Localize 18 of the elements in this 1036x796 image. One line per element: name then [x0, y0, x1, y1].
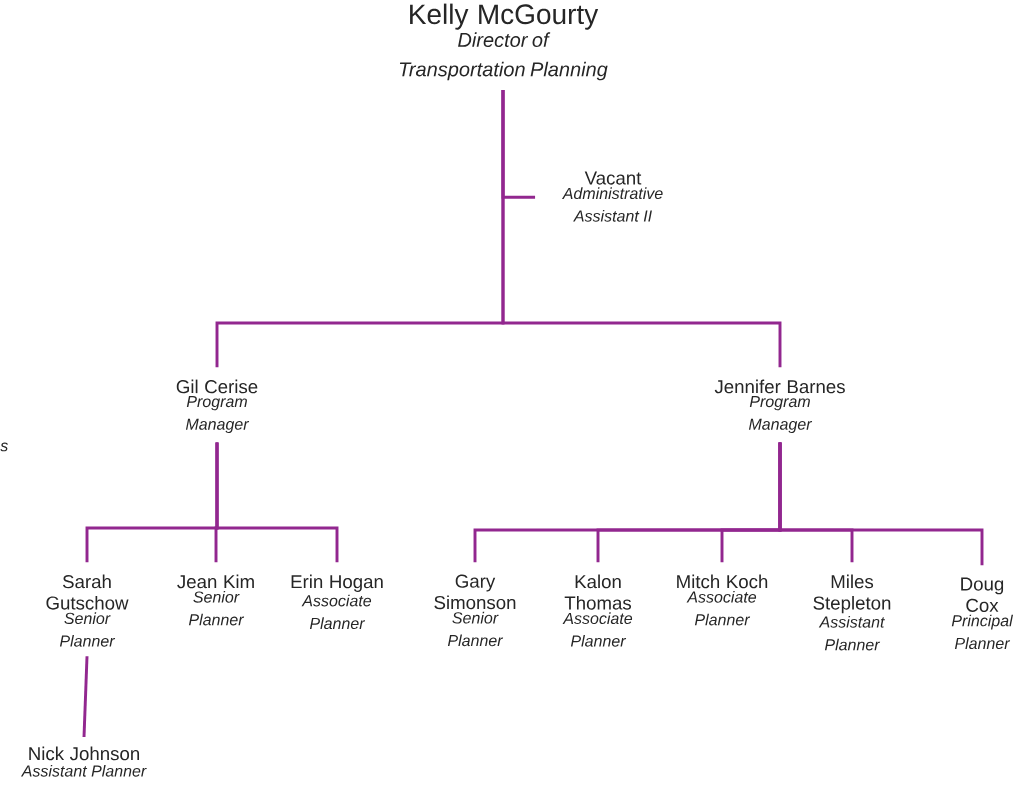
name-title-text: Nick Johnson Assistant Planner	[20, 746, 147, 777]
name-title-text: Erin Hogan Associate Planner	[291, 574, 383, 630]
name-title-text: Kalon Thomas Associate Planner	[562, 574, 633, 647]
name-title-text: Vacant Administrative Assistant II	[561, 171, 663, 222]
name-title-text: Miles Stepleton Assistant Planner	[813, 574, 891, 651]
name-title-text: Doug Cox Principal Planner	[951, 577, 1013, 650]
name-title-text: Sarah Gutschow Senior Planner	[46, 574, 129, 647]
cut-off-text: s	[0, 442, 8, 452]
name-title-text: Kelly McGourty Director of Transportation Planning	[399, 3, 608, 81]
connector-line	[82, 656, 89, 738]
name-title-text: Gary Simonson Senior Planner	[434, 574, 516, 647]
connector-line	[501, 89, 782, 368]
name-title-text: Mitch Koch Associate Planner	[677, 574, 768, 626]
connector-line	[215, 442, 339, 563]
connector-line	[778, 442, 984, 566]
name-title-text: Gil Cerise Program Manager	[176, 379, 258, 433]
name-title-text: Jennifer Barnes Program Manager	[714, 379, 845, 433]
name-title-text: Jean Kim Senior Planner	[177, 574, 254, 626]
